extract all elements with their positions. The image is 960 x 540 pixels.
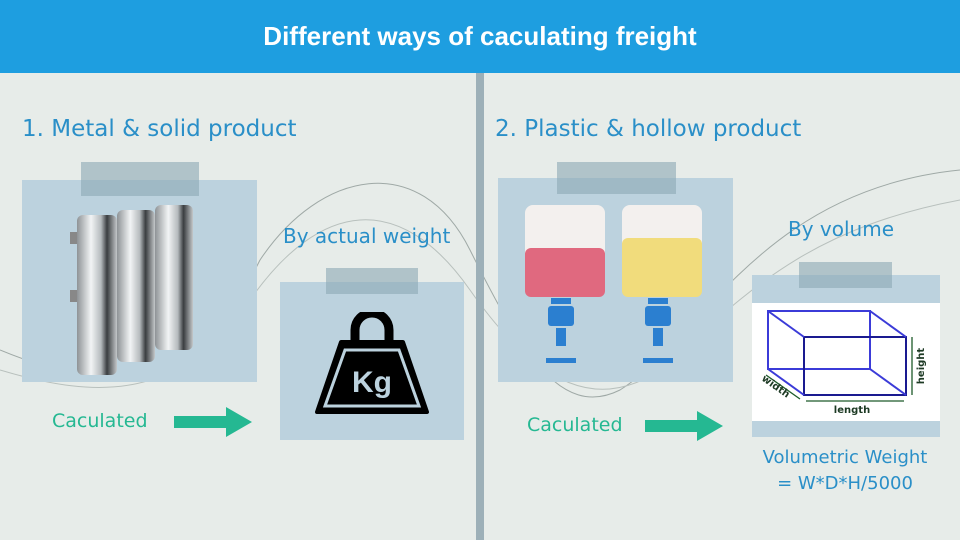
tape-decoration [326,268,418,294]
section-title-plastic: 2. Plastic & hollow product [495,116,802,142]
volumetric-formula: Volumetric Weight = W*D*H/5000 [745,445,945,497]
tape-decoration [557,162,676,194]
kg-text: Kg [352,366,392,399]
section-divider [476,73,484,540]
product-image-plastic-bottles [498,178,733,382]
tape-decoration [799,262,892,288]
product-image-metal-dispenser [22,180,257,382]
volume-diagram: length height width [752,303,940,421]
volume-box: length height width [752,275,940,437]
formula-expression: = W*D*H/5000 [777,473,913,494]
calculated-label: Caculated [52,410,148,432]
right-arrow-icon [174,407,252,437]
metal-dispenser-icon [70,205,193,375]
right-arrow-icon [645,411,723,441]
section-title-metal: 1. Metal & solid product [22,116,297,142]
tape-decoration [81,162,199,196]
method-label-volume: By volume [788,217,895,241]
weight-box: Kg [280,282,464,440]
width-label: width [759,373,791,400]
plastic-bottles-icon [525,205,702,363]
box-dimensions-icon: length height width [759,310,927,416]
length-label: length [834,405,870,416]
page-title: Different ways of caculating freight [0,0,960,73]
kg-weight-icon: Kg [315,312,429,414]
height-label: height [916,348,927,385]
formula-title: Volumetric Weight [762,447,928,468]
method-label-weight: By actual weight [283,224,451,248]
calculated-label: Caculated [527,414,623,436]
